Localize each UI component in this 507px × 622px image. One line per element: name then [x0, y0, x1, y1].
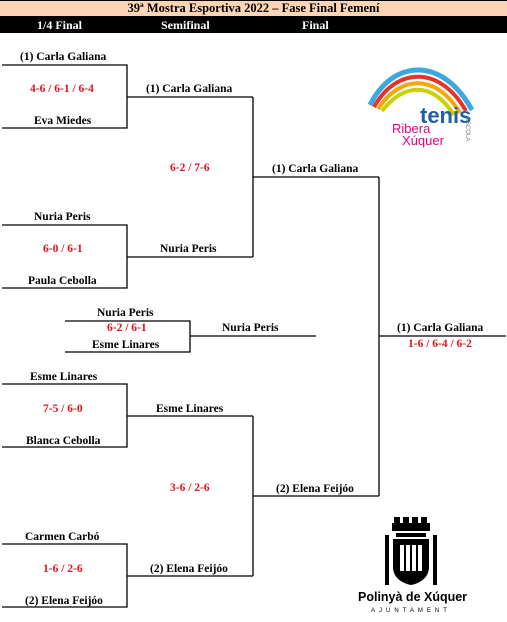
qf5-score: 1-6 / 2-6 [43, 563, 83, 575]
qf1-score: 4-6 / 6-1 / 6-4 [30, 83, 94, 95]
logo-word-tenis: tenis [420, 103, 471, 128]
qf5-player2: (2) Elena Feijóo [25, 595, 103, 607]
sf1-player1: (1) Carla Galiana [146, 83, 233, 95]
champion-score: 1-6 / 6-4 / 6-2 [408, 338, 472, 350]
mid-player2: Esme Linares [92, 339, 160, 351]
round-label-final: Final [302, 18, 329, 32]
qf4-player1: Esme Linares [30, 371, 98, 383]
sf2-player2: (2) Elena Feijóo [150, 563, 228, 575]
qf5-player1: Carmen Carbó [25, 531, 100, 543]
arc-icon: tenis Ribera Xúquer ESCOLA [367, 67, 475, 148]
qf2-score: 6-0 / 6-1 [43, 243, 83, 255]
mid-player1: Nuria Peris [97, 307, 154, 319]
qf2-player2: Paula Cebolla [28, 275, 97, 287]
final-player2: (2) Elena Feijóo [276, 483, 354, 495]
rounds-header: 1/4 Final Semifinal Final [0, 17, 507, 33]
sf2-score: 3-6 / 2-6 [170, 482, 210, 494]
ajuntament-logo: Polinyà de Xúquer AJUNTAMENT [355, 515, 470, 617]
page-title: 39ª Mostra Esportiva 2022 – Fase Final F… [0, 0, 507, 17]
sf1-player2: Nuria Peris [160, 243, 217, 255]
logo-word-ribera: Ribera [392, 121, 431, 136]
qf4-player2: Blanca Cebolla [26, 435, 101, 447]
logo-word-xuquer: Xúquer [402, 133, 445, 148]
sf2-player1: Esme Linares [156, 403, 224, 415]
mid-score: 6-2 / 6-1 [107, 322, 147, 334]
qf1-player2: Eva Miedes [34, 115, 92, 127]
mid-winner: Nuria Peris [222, 322, 279, 334]
coat-of-arms-icon: Polinyà de Xúquer AJUNTAMENT [358, 517, 467, 614]
qf2-player1: Nuria Peris [34, 211, 91, 223]
logo-word-escola: ESCOLA [464, 117, 470, 141]
qf1-player1: (1) Carla Galiana [20, 51, 107, 63]
ajuntament-subtitle: AJUNTAMENT [371, 608, 451, 614]
tenis-ribera-logo: tenis Ribera Xúquer ESCOLA [362, 55, 480, 155]
final-player1: (1) Carla Galiana [272, 163, 359, 175]
round-label-semifinal: Semifinal [161, 18, 210, 32]
sf1-score: 6-2 / 7-6 [170, 162, 210, 174]
ajuntament-name: Polinyà de Xúquer [358, 590, 467, 604]
qf4-score: 7-5 / 6-0 [43, 403, 83, 415]
round-label-quarterfinal: 1/4 Final [37, 18, 83, 32]
champion-name: (1) Carla Galiana [397, 322, 484, 334]
